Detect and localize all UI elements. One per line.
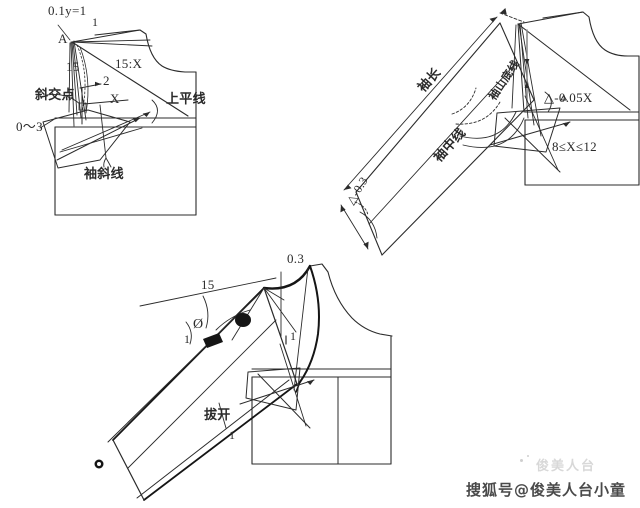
label-bottom-15: 15 [201,277,215,292]
label-0-1y-1: 0.1y=1 [48,3,87,18]
watermark-dot-1 [520,459,523,462]
topleft-shoulder-lines [68,29,189,127]
label-sleeve-slant-line: 袖斜线 [84,167,124,182]
label-0-to-3: 0～3 [16,119,43,134]
label-delta-minus-0-05x: △-0.05X [544,90,593,105]
bottom-sleeve-rectangle [107,287,298,501]
bottom-construction-lines [139,267,315,429]
bottom-notch-markers [94,313,251,469]
topleft-sleeve-slant-construction [42,81,151,169]
topleft-bodice-block [54,29,197,216]
label-stretch-open: 拔开 [204,408,231,423]
topright-shoulder-lines [511,11,631,137]
label-bottom-phi: Ø [193,317,204,332]
topright-dimension-arrows [340,8,525,250]
label-upper-horizontal-line: 上平线 [166,92,206,107]
topright-bodice-block [524,11,640,186]
watermark-brand-ghost: 俊美人台 [536,459,597,474]
bottom-bodice-block [251,263,393,465]
topleft-angle-arc-upper-level [151,99,158,124]
label-bottom-1-lower: 1 [229,428,236,442]
label-bottom-1-right: 1 [290,329,297,343]
watermark-dot-2 [527,455,529,457]
label-topleft-2: 2 [103,73,110,88]
label-oblique-intersection: 斜交点 [35,88,75,103]
label-15-x-ratio: 15:X [115,56,143,71]
topright-delta-marker [560,94,567,101]
topright-underarm-polygon [489,95,571,173]
label-topleft-15: 15 [66,59,80,74]
topright-angle-arcs [354,87,552,239]
label-topleft-1: 1 [92,15,99,29]
watermark-handle: 搜狐号@俊美人台小童 [466,481,627,499]
topleft-leader-lines [39,24,71,129]
label-bottom-1-left: 1 [184,332,191,346]
topright-sleeve-rectangle [355,22,535,256]
label-8-le-x-le-12: 8≤X≤12 [552,139,597,154]
label-topleft-x: X [110,91,120,106]
label-point-a: A [58,31,68,46]
label-bottom-0-3: 0.3 [287,251,305,266]
